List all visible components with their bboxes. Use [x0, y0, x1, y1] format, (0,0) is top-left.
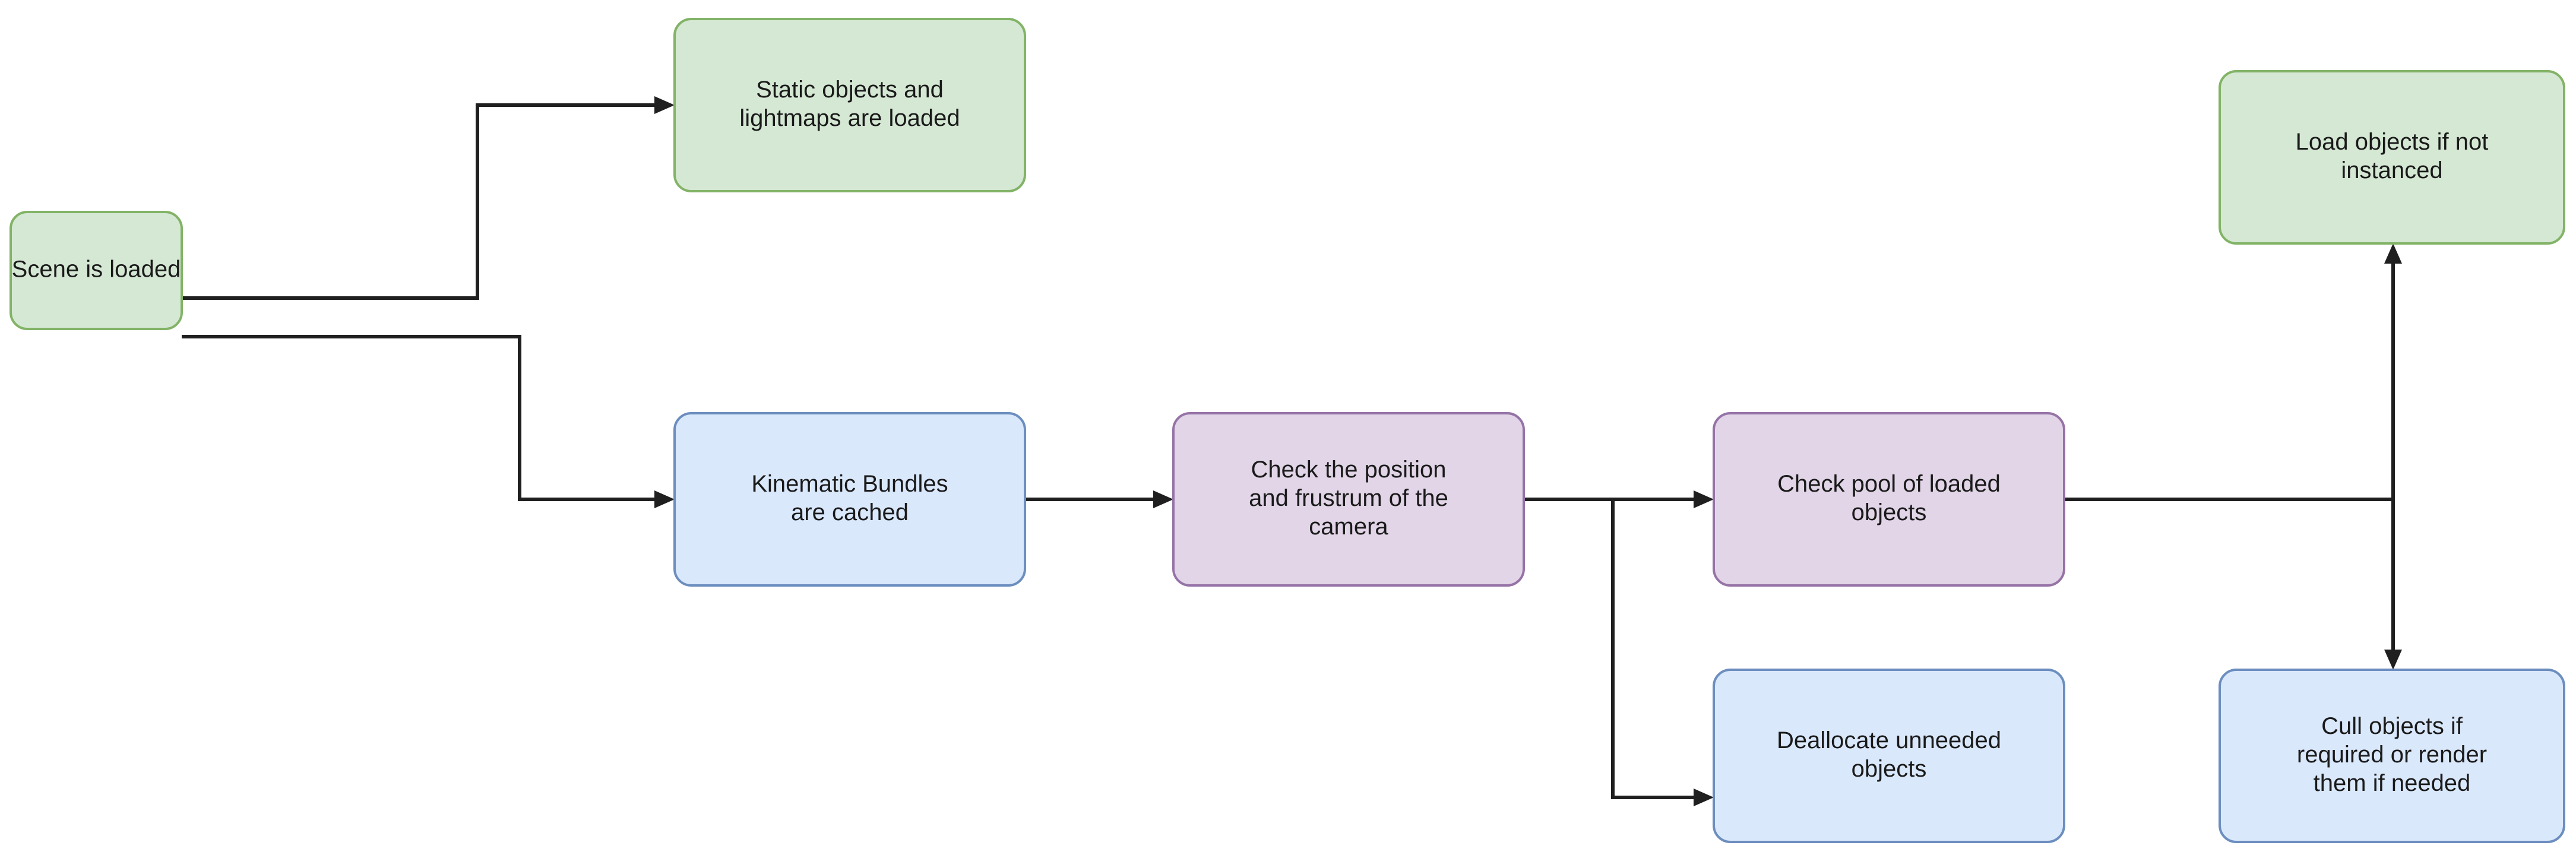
edge-path: [182, 335, 664, 501]
edge-kinematic-to-check-position: [1025, 490, 1173, 508]
node-label: Scene is loaded: [12, 256, 181, 282]
node-scene-is-loaded[interactable]: Scene is loaded: [10, 211, 183, 330]
node-shape[interactable]: [10, 211, 183, 330]
edge-check-position-to-deallocate: [1611, 499, 1714, 806]
node-shape[interactable]: [673, 18, 1026, 192]
node-shape[interactable]: [1713, 669, 2065, 843]
node-shape[interactable]: [673, 412, 1026, 587]
edge-path: [182, 103, 664, 300]
node-shape[interactable]: [2219, 70, 2565, 245]
edge-path: [1611, 499, 1703, 799]
arrowhead-icon: [654, 96, 675, 114]
edge-junction-to-load-objects: [2384, 243, 2402, 499]
edge-scene-to-static: [182, 96, 675, 300]
edge-junction-to-cull-objects: [2384, 499, 2402, 670]
arrowhead-icon: [2384, 650, 2402, 670]
arrowhead-icon: [1694, 788, 1714, 806]
edge-scene-to-kinematic: [182, 335, 675, 508]
node-shape[interactable]: [1172, 412, 1525, 587]
edge-check-position-to-check-pool: [1524, 490, 1714, 508]
arrowhead-icon: [2384, 243, 2402, 264]
node-shape[interactable]: [2219, 669, 2565, 843]
arrowhead-icon: [1694, 490, 1714, 508]
arrowhead-icon: [654, 490, 675, 508]
arrowhead-icon: [1153, 490, 1173, 508]
node-shape[interactable]: [1713, 412, 2065, 587]
edge-layer: [182, 96, 2402, 806]
